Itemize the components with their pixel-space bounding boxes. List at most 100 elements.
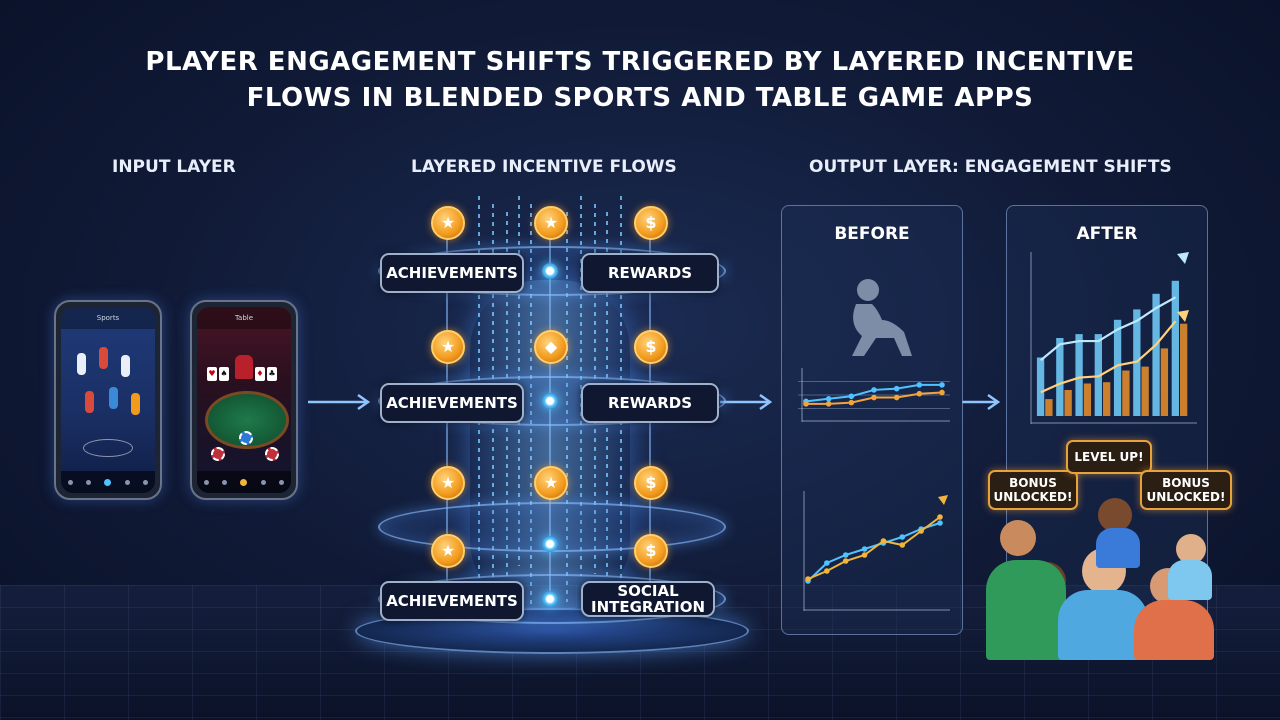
tier-3-social-integration: SOCIAL INTEGRATION (581, 581, 715, 617)
bar-series-1 (1075, 334, 1083, 416)
data-point (871, 394, 877, 401)
crowd-body (1058, 590, 1148, 660)
before-panel: BEFORE (781, 205, 963, 635)
title-line-2: FLOWS IN BLENDED SPORTS AND TABLE GAME A… (246, 83, 1034, 113)
bar-series-1 (1152, 293, 1160, 416)
sports-app-header: Sports (61, 307, 155, 329)
flow-node (542, 263, 558, 279)
bar-series-1 (1056, 338, 1064, 416)
data-point (803, 401, 809, 407)
bonus-unlocked-badge-right: BONUS UNLOCKED! (1140, 470, 1232, 510)
before-title: BEFORE (834, 224, 910, 244)
data-point (842, 552, 849, 558)
playing-card: ♦ (255, 367, 265, 381)
arrowhead-icon (1177, 310, 1189, 322)
flow-node (542, 393, 558, 409)
data-point (824, 560, 830, 566)
playing-card: ♠ (219, 367, 229, 381)
bar-series-2 (1083, 383, 1092, 416)
data-point (880, 538, 887, 544)
tab-dot[interactable] (124, 479, 130, 485)
after-title: AFTER (1076, 224, 1138, 244)
data-point (893, 385, 900, 392)
bar-series-1 (1113, 319, 1122, 416)
bar-series-2 (1160, 348, 1169, 416)
output-layer-label: OUTPUT LAYER: ENGAGEMENT SHIFTS (809, 157, 1172, 177)
bar-series-2 (1141, 366, 1149, 416)
table-tab-bar[interactable] (197, 471, 291, 493)
tab-dot-active[interactable] (240, 478, 248, 486)
crowd-body (1168, 560, 1212, 600)
data-point (939, 382, 945, 388)
flow-node (542, 536, 558, 552)
dollar-coin-icon: $ (634, 330, 668, 364)
playing-card: ♣ (267, 367, 277, 381)
playing-card: ♥ (207, 367, 217, 381)
bar-series-1 (1036, 357, 1045, 416)
data-point (916, 390, 923, 397)
sports-tab-bar[interactable] (61, 471, 155, 493)
bar-series-2 (1179, 323, 1188, 416)
data-point (916, 382, 923, 388)
tab-dot[interactable] (67, 479, 73, 485)
bar-series-2 (1122, 370, 1130, 416)
star-coin-icon: ★ (431, 206, 465, 240)
data-point (842, 558, 849, 564)
flow-node (542, 591, 558, 607)
tab-dot[interactable] (260, 479, 266, 485)
tab-dot[interactable] (279, 479, 285, 485)
data-point (825, 401, 832, 407)
data-point (848, 399, 855, 406)
crowd-body (986, 560, 1066, 660)
player-figure (85, 391, 94, 413)
tab-dot-active[interactable] (104, 478, 112, 486)
series-line-1 (807, 522, 941, 582)
sports-app-phone: Sports (54, 300, 162, 500)
crowd-body (1096, 528, 1140, 568)
table-games-screen: Table ♥ ♠ ♦ ♣ (197, 307, 291, 493)
tier-3-achievements: ACHIEVEMENTS (380, 581, 524, 621)
arrow-right-icon (962, 393, 1001, 411)
dollar-coin-icon: $ (634, 534, 668, 568)
tab-dot[interactable] (143, 479, 149, 485)
arrow-right-icon (308, 393, 371, 411)
flow-line (549, 238, 551, 598)
disengaged-person-icon (852, 279, 912, 356)
tab-dot[interactable] (222, 479, 228, 485)
data-point (871, 387, 877, 393)
diamond-coin-icon: ◆ (534, 330, 568, 364)
dollar-coin-icon: $ (634, 466, 668, 500)
star-coin-icon: ★ (431, 330, 465, 364)
player-figure (131, 393, 140, 415)
before-chart-2 (803, 491, 950, 611)
data-point (899, 542, 906, 548)
bar-series-1 (1094, 334, 1102, 416)
input-layer-label: INPUT LAYER (112, 157, 236, 177)
crowd-head (1176, 534, 1206, 564)
player-figure (77, 353, 86, 375)
bar-series-2 (1102, 382, 1111, 416)
tab-dot[interactable] (203, 479, 209, 485)
tier-1-rewards: REWARDS (581, 253, 719, 293)
tab-dot[interactable] (86, 479, 92, 485)
bar-series-1 (1171, 280, 1179, 416)
chip-icon (211, 447, 225, 461)
tier-2-achievements: ACHIEVEMENTS (380, 383, 524, 423)
crowd-head (1098, 498, 1132, 532)
chip-icon (239, 431, 253, 445)
data-point (848, 393, 855, 400)
before-chart-1 (798, 368, 950, 422)
arrowhead-icon (938, 495, 948, 505)
star-coin-icon: ★ (534, 466, 568, 500)
star-coin-icon: ★ (534, 206, 568, 240)
data-point (899, 534, 906, 540)
table-app-header: Table (197, 307, 291, 329)
star-coin-icon: ★ (431, 534, 465, 568)
trend-line-orange (1040, 320, 1177, 394)
sports-app-screen: Sports (61, 307, 155, 493)
data-point (893, 394, 900, 401)
after-chart (1030, 252, 1197, 424)
player-figure (109, 387, 118, 409)
data-point (939, 389, 945, 396)
trend-line-blue (1040, 296, 1177, 362)
